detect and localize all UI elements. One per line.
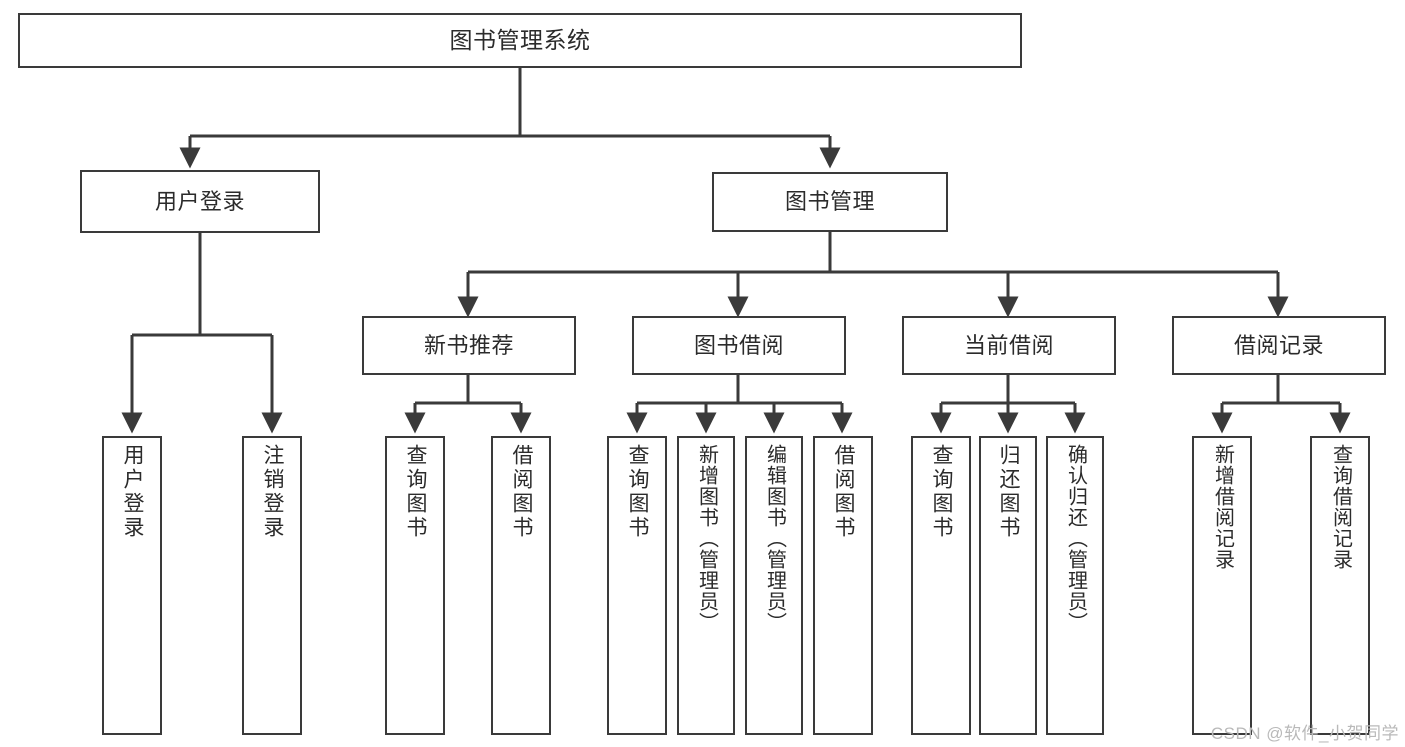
leaf-query-book-3-label: 查询图书 [930, 444, 954, 540]
leaf-return-book[interactable]: 归还图书 [979, 436, 1037, 735]
node-book-borrow[interactable]: 图书借阅 [632, 316, 846, 375]
leaf-user-logout-label: 注销登录 [261, 444, 285, 540]
leaf-query-book-2-label: 查询图书 [626, 444, 650, 540]
leaf-query-record-label: 查询借阅记录 [1329, 444, 1352, 570]
leaf-confirm-return-label: 确认归还（管理员） [1064, 444, 1087, 633]
node-user-login-label: 用户登录 [154, 188, 245, 214]
leaf-edit-book[interactable]: 编辑图书（管理员） [745, 436, 803, 735]
node-current-borrow[interactable]: 当前借阅 [902, 316, 1116, 375]
leaf-add-book-label: 新增图书（管理员） [695, 444, 718, 633]
leaf-add-record[interactable]: 新增借阅记录 [1192, 436, 1252, 735]
leaf-confirm-return[interactable]: 确认归还（管理员） [1046, 436, 1104, 735]
leaf-query-record[interactable]: 查询借阅记录 [1310, 436, 1370, 735]
node-book-borrow-label: 图书借阅 [693, 332, 784, 358]
node-book-manage-label: 图书管理 [784, 189, 875, 215]
leaf-edit-book-label: 编辑图书（管理员） [763, 444, 786, 633]
node-book-manage[interactable]: 图书管理 [712, 172, 948, 232]
leaf-user-login[interactable]: 用户登录 [102, 436, 162, 735]
node-user-login[interactable]: 用户登录 [80, 170, 320, 233]
leaf-user-logout[interactable]: 注销登录 [242, 436, 302, 735]
node-borrow-record-label: 借阅记录 [1233, 332, 1324, 358]
node-new-book-recommend-label: 新书推荐 [423, 332, 514, 358]
node-current-borrow-label: 当前借阅 [963, 332, 1054, 358]
leaf-query-book-3[interactable]: 查询图书 [911, 436, 971, 735]
leaf-add-book[interactable]: 新增图书（管理员） [677, 436, 735, 735]
leaf-query-book-1[interactable]: 查询图书 [385, 436, 445, 735]
leaf-return-book-label: 归还图书 [997, 444, 1021, 540]
leaf-borrow-book-1-label: 借阅图书 [510, 444, 534, 540]
leaf-borrow-book-2[interactable]: 借阅图书 [813, 436, 873, 735]
node-root-label: 图书管理系统 [449, 27, 591, 54]
leaf-query-book-1-label: 查询图书 [404, 444, 428, 540]
node-root[interactable]: 图书管理系统 [18, 13, 1022, 68]
csdn-watermark: CSDN @软件_小贺同学 [1210, 724, 1399, 743]
node-new-book-recommend[interactable]: 新书推荐 [362, 316, 576, 375]
leaf-add-record-label: 新增借阅记录 [1211, 444, 1234, 570]
leaf-user-login-label: 用户登录 [121, 444, 145, 540]
leaf-query-book-2[interactable]: 查询图书 [607, 436, 667, 735]
leaf-borrow-book-2-label: 借阅图书 [832, 444, 856, 540]
leaf-borrow-book-1[interactable]: 借阅图书 [491, 436, 551, 735]
node-borrow-record[interactable]: 借阅记录 [1172, 316, 1386, 375]
